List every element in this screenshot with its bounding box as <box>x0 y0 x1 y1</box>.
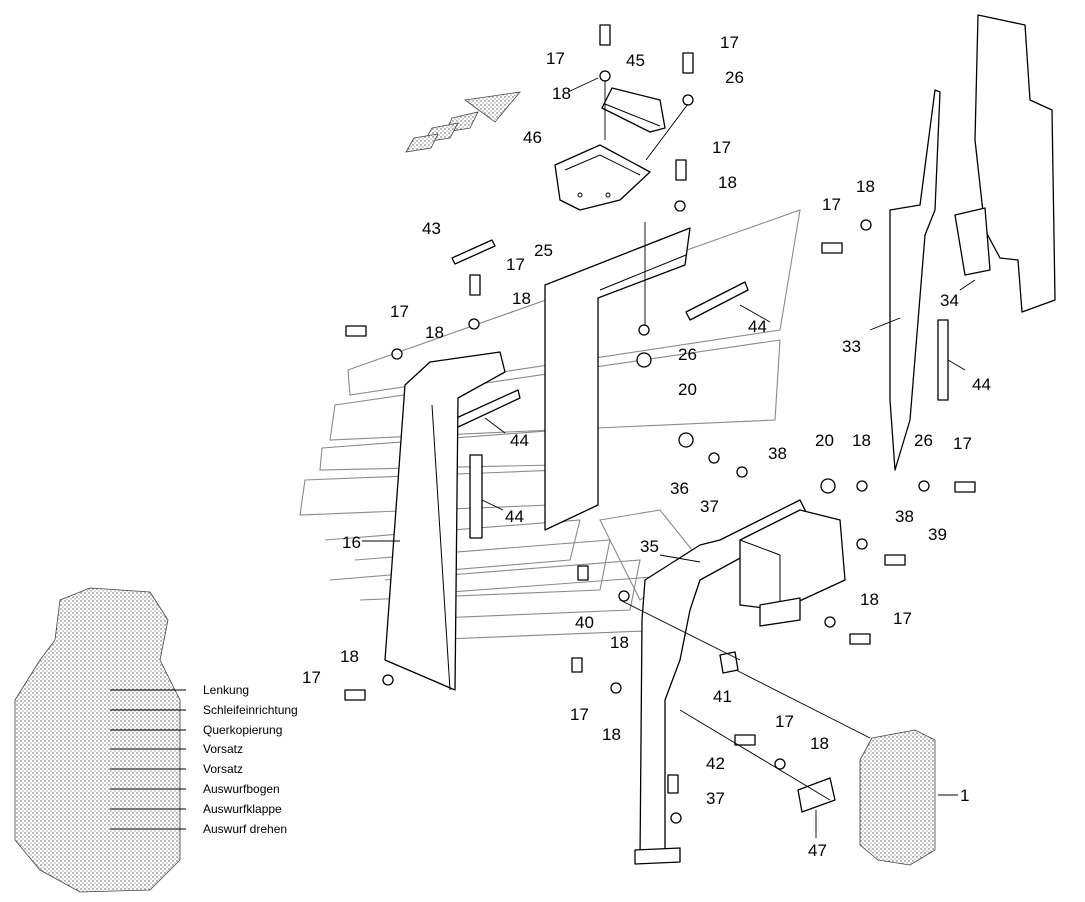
callout-41: 41 <box>713 687 732 706</box>
valve-label: Vorsatz <box>203 762 243 776</box>
part-44-strip-d <box>937 319 949 401</box>
callout-47: 47 <box>808 841 827 860</box>
callout-17: 17 <box>893 609 912 628</box>
callout-26: 26 <box>914 431 933 450</box>
part-41-sleeve <box>719 651 739 674</box>
valve-label: Lenkung <box>203 683 249 697</box>
callout-1: 1 <box>960 786 969 805</box>
callout-18: 18 <box>810 734 829 753</box>
valve-label: Auswurfbogen <box>203 782 280 796</box>
part-33-side-guard <box>889 89 941 471</box>
callout-18: 18 <box>852 431 871 450</box>
callout-37: 37 <box>706 789 725 808</box>
callout-26: 26 <box>725 68 744 87</box>
callout-17: 17 <box>390 302 409 321</box>
part-35-swing-arm <box>634 499 811 865</box>
valve-label: Schleifeinrichtung <box>203 703 298 717</box>
callout-42: 42 <box>706 754 725 773</box>
callout-16: 16 <box>342 533 361 552</box>
callout-44: 44 <box>748 317 767 336</box>
hardware <box>344 24 976 824</box>
callout-38: 38 <box>768 444 787 463</box>
callout-44: 44 <box>510 431 529 450</box>
callout-39: 39 <box>928 525 947 544</box>
leader-lines <box>110 77 976 838</box>
valve-label: Vorsatz <box>203 742 243 756</box>
callout-20: 20 <box>678 380 697 399</box>
callout-26: 26 <box>678 345 697 364</box>
callout-18: 18 <box>610 633 629 652</box>
callout-18: 18 <box>425 323 444 342</box>
part-34-large-panel <box>954 14 1056 313</box>
callout-18: 18 <box>602 725 621 744</box>
callout-17: 17 <box>720 33 739 52</box>
callout-38: 38 <box>895 507 914 526</box>
callout-numbers: 17 18 45 17 26 46 17 18 43 25 17 18 17 1… <box>302 33 991 860</box>
callout-18: 18 <box>552 84 571 103</box>
callout-18: 18 <box>718 173 737 192</box>
part-16-support-panel <box>384 351 506 691</box>
callout-17: 17 <box>302 668 321 687</box>
callout-18: 18 <box>860 590 879 609</box>
callout-20: 20 <box>815 431 834 450</box>
part-43-strip <box>451 239 496 265</box>
part-45-cover-plate <box>601 87 666 133</box>
callout-18: 18 <box>340 647 359 666</box>
callout-17: 17 <box>506 255 525 274</box>
callout-35: 35 <box>640 537 659 556</box>
callout-43: 43 <box>422 219 441 238</box>
callout-17: 17 <box>775 712 794 731</box>
part-25-side-panel <box>544 227 691 531</box>
callout-37: 37 <box>700 497 719 516</box>
part-46-bracket <box>554 144 651 211</box>
callout-45: 45 <box>626 51 645 70</box>
part-38-valve-mount <box>739 509 846 627</box>
callout-25: 25 <box>534 241 553 260</box>
callout-17: 17 <box>546 49 565 68</box>
callout-17: 17 <box>822 195 841 214</box>
callout-18: 18 <box>512 289 531 308</box>
callout-40: 40 <box>575 613 594 632</box>
callout-34: 34 <box>940 291 959 310</box>
callout-17: 17 <box>570 705 589 724</box>
callout-46: 46 <box>523 128 542 147</box>
callout-36: 36 <box>670 479 689 498</box>
callout-33: 33 <box>842 337 861 356</box>
callout-17: 17 <box>712 138 731 157</box>
valve-function-labels: Lenkung Schleifeinrichtung Querkopierung… <box>203 683 298 836</box>
part-44-strip-a <box>685 281 749 321</box>
callout-17: 17 <box>953 434 972 453</box>
valve-label: Querkopierung <box>203 723 282 737</box>
part-44-strip-c <box>469 454 483 539</box>
valve-label: Auswurfklappe <box>203 802 282 816</box>
part-1-control-valve <box>859 729 936 866</box>
inset-valve-block <box>14 587 181 893</box>
callout-18: 18 <box>856 177 875 196</box>
valve-label: Auswurf drehen <box>203 822 287 836</box>
callout-44: 44 <box>505 507 524 526</box>
direction-arrow <box>405 91 521 153</box>
part-47-clip <box>797 777 836 813</box>
callout-44: 44 <box>972 375 991 394</box>
